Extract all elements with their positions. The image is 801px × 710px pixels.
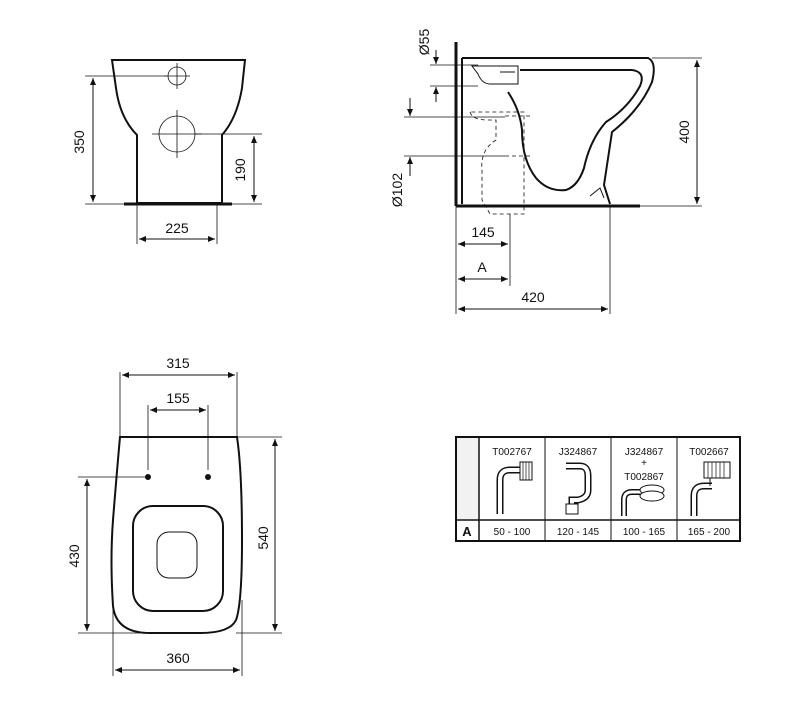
dim-190: 190 xyxy=(232,158,248,182)
dim-430: 430 xyxy=(66,544,82,568)
dim-540: 540 xyxy=(255,526,271,550)
dim-a: A xyxy=(477,259,487,275)
connector-icon-3 xyxy=(621,484,665,516)
bowl-opening xyxy=(156,531,198,579)
dim-145: 145 xyxy=(471,224,495,240)
side-rim xyxy=(462,57,655,205)
table-col-4-code: T002667 xyxy=(689,447,729,458)
table-col-1-code: T002767 xyxy=(492,447,532,458)
dim-315: 315 xyxy=(166,355,190,371)
top-outline xyxy=(110,436,244,634)
front-view: 350 190 225 xyxy=(71,59,262,244)
dim-360: 360 xyxy=(166,650,190,666)
table-col-4-range: 165 - 200 xyxy=(688,527,731,538)
connector-table: T002767 50 - 100 J324867 120 - 145 J3248… xyxy=(455,436,741,542)
connector-icon-1 xyxy=(496,461,533,514)
side-view: Ø55 Ø102 400 145 A 420 xyxy=(389,29,702,314)
table-col-3-code: J324867 xyxy=(625,447,664,458)
connector-icon-2 xyxy=(565,462,592,515)
outlet-connector-dashed xyxy=(469,111,525,215)
side-inner-bowl xyxy=(507,69,643,192)
table-col-2-code: J324867 xyxy=(559,447,598,458)
table-col-3-plus: + xyxy=(641,458,647,469)
dim-155: 155 xyxy=(166,390,190,406)
dim-350: 350 xyxy=(71,130,87,154)
table-col-3-code2: T002867 xyxy=(624,472,664,483)
hinge-point-right xyxy=(205,474,211,480)
dim-225: 225 xyxy=(165,220,189,236)
connector-icon-4 xyxy=(690,461,731,516)
seat-opening xyxy=(132,505,224,612)
dim-420: 420 xyxy=(521,289,545,305)
top-view: 315 155 430 540 360 xyxy=(66,355,282,676)
dim-dia-102: Ø102 xyxy=(389,173,405,207)
dim-dia-55: Ø55 xyxy=(416,29,432,56)
table-row-label: A xyxy=(462,524,472,539)
table-col-1-range: 50 - 100 xyxy=(494,527,531,538)
table-col-3-range: 100 - 165 xyxy=(623,527,666,538)
front-bowl-outline xyxy=(110,59,247,204)
table-col-2-range: 120 - 145 xyxy=(557,527,600,538)
dim-400: 400 xyxy=(676,120,692,144)
